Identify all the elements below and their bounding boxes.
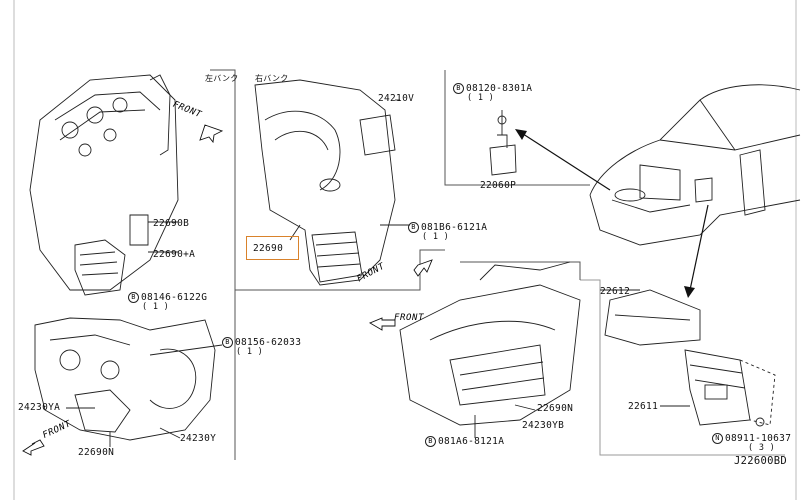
part-24210v: 24210V bbox=[378, 93, 415, 104]
qty-08156: ( 1 ) bbox=[236, 347, 264, 357]
undercarriage-illustration bbox=[399, 261, 581, 438]
n-symbol: N bbox=[712, 433, 723, 444]
part-22060p: 22060P bbox=[480, 180, 517, 191]
part-24230yb: 24230YB bbox=[522, 420, 565, 431]
part-22690n: 22690N bbox=[537, 403, 574, 414]
part-22690b: 22690B bbox=[153, 218, 190, 229]
part-22612: 22612 bbox=[600, 286, 631, 297]
part-22690-highlight: 22690 bbox=[253, 243, 284, 254]
qty-08120: ( 1 ) bbox=[467, 93, 495, 103]
part-24230y: 24230Y bbox=[180, 433, 217, 444]
qty-081b6: ( 1 ) bbox=[422, 232, 450, 242]
sensor-bracket-illustration bbox=[489, 110, 517, 176]
label-left-bank: 左バンク bbox=[205, 74, 239, 83]
vehicle-illustration bbox=[589, 84, 801, 246]
part-24230ya: 24230YA bbox=[18, 402, 61, 413]
b-symbol: B bbox=[453, 83, 464, 94]
front-label-3: FRONT bbox=[394, 313, 425, 323]
part-22611: 22611 bbox=[628, 401, 659, 412]
qty-08146: ( 1 ) bbox=[142, 302, 170, 312]
diagram-code: J22600BD bbox=[734, 455, 787, 467]
highlight-box bbox=[246, 236, 299, 260]
engine-lower-left-illustration bbox=[34, 317, 223, 447]
ecm-bracket-illustration bbox=[600, 289, 776, 427]
part-22690n-left: 22690N bbox=[78, 447, 115, 458]
b-symbol: B bbox=[408, 222, 419, 233]
b-symbol: B bbox=[425, 436, 436, 447]
qty-08911: ( 3 ) bbox=[748, 443, 776, 453]
engine-block-illustration bbox=[29, 74, 179, 296]
b-symbol: B bbox=[128, 292, 139, 303]
label-right-bank: 右バンク bbox=[255, 74, 289, 83]
part-22690a: 22690+A bbox=[153, 249, 196, 260]
b-symbol: B bbox=[222, 337, 233, 348]
catalyst-manifold-illustration bbox=[254, 79, 410, 286]
